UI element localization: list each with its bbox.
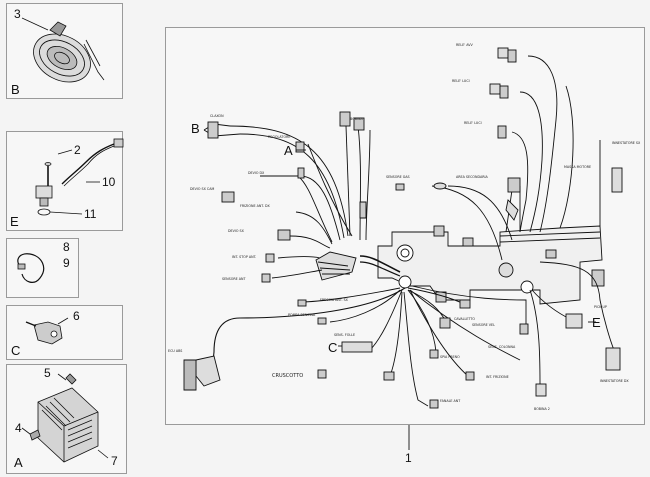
panel-part-6 (6, 305, 123, 360)
label-rele-luci: RELE' LUCI (464, 121, 482, 125)
label-cruscotto: CRUSCOTTO (272, 373, 304, 379)
letter-b-main: B (191, 121, 200, 136)
sensor-part-6-drawing (25, 317, 69, 345)
label-sens-colonna: SENS. COLONNA (488, 345, 516, 349)
label-rele-avv: RELE' AVV (456, 43, 473, 47)
pickup-sensor-drawing (35, 138, 124, 216)
label-spia-freno: SPIA FRENO (440, 355, 460, 359)
label-sens-folle: SENS. FOLLE (334, 333, 356, 337)
callout-3: 3 (14, 7, 21, 21)
label-cavalletto: CAVALLETTO (454, 317, 475, 321)
cable-tie-drawing (17, 253, 45, 283)
label-freccia-ant: FRECCIA ANT. SX (320, 298, 348, 302)
horn-drawing (21, 17, 105, 83)
label-pompa: POMPA BENZINA (288, 313, 316, 317)
letter-e-main: E (592, 315, 601, 330)
label-innestatore-sx: INNESTATORE SX (612, 141, 641, 145)
label-sensore-gas: SENSORE GAS (386, 175, 410, 179)
callout-10: 10 (102, 175, 116, 189)
letter-e-left: E (10, 214, 19, 229)
label-regolatore: REGOLATORE (268, 135, 291, 139)
label-sensore-ant: SENSORE ANT (222, 277, 246, 281)
letter-b-left: B (11, 82, 20, 97)
label-massa-motore: MASSA MOTORE (564, 165, 592, 169)
letter-a-left: A (14, 455, 23, 470)
label-area-sec: AREA SECONDARIA (456, 175, 488, 179)
label-claxon: CLAXON (210, 114, 224, 118)
harness-drawing (183, 47, 623, 450)
callout-6: 6 (73, 309, 80, 323)
label-innestatore-dx: INNESTATORE DX (600, 379, 629, 383)
letter-c-left: C (11, 343, 21, 358)
callout-11: 11 (84, 207, 97, 221)
label-bobina-2: BOBINA 2 (534, 407, 550, 411)
callout-1: 1 (405, 451, 412, 465)
callout-5: 5 (44, 366, 51, 380)
label-devio-sx: DEVIO SX (228, 229, 244, 233)
label-int-stop: INT. STOP ANT. (232, 255, 257, 259)
label-frizione: FRIZIONE ANT. DX (240, 204, 270, 208)
label-fanale: FANALE ANT (440, 399, 461, 403)
label-devio-sx-cam: DEVIO SX CAM (190, 187, 215, 191)
regulator-drawing (21, 373, 109, 463)
label-pick-up: PICK UP (594, 305, 607, 309)
panel-main-harness (165, 27, 645, 425)
callout-4: 4 (15, 421, 22, 435)
label-rele-lucc: RELE' LUCI (452, 79, 470, 83)
label-devio-dx: DEVIO DX (248, 171, 265, 175)
label-bobina: BOBINA (350, 117, 363, 121)
label-int-frizione: INT. FRIZIONE (486, 375, 509, 379)
letter-a-main: A (284, 143, 293, 158)
letter-c-main: C (328, 340, 338, 355)
callout-2: 2 (74, 143, 81, 157)
callout-7: 7 (111, 454, 118, 468)
callout-9: 9 (63, 256, 70, 270)
label-ecu: ECU ABS (168, 349, 183, 353)
label-sensore-vel: SENSORE VEL (472, 323, 495, 327)
callout-8: 8 (63, 240, 70, 254)
